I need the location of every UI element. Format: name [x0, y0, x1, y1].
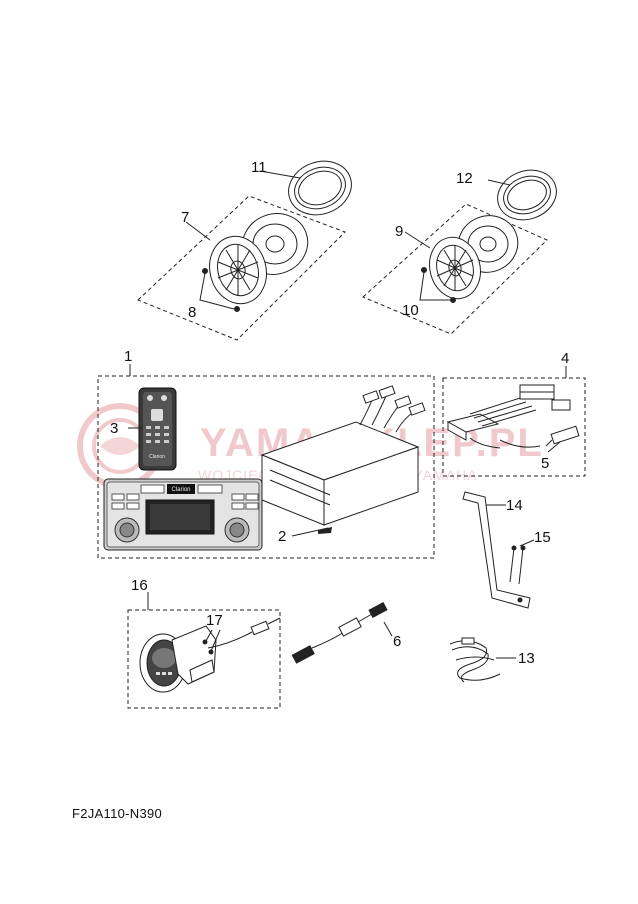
callout-8: 8	[188, 304, 196, 321]
remote-display-group	[127, 592, 281, 709]
remote-display-group-box	[127, 609, 281, 709]
callout-labels: 1 2 3 4 5 6 7 8 9 10 11 12 13 14 15 16 1…	[110, 159, 569, 667]
screw-8b	[234, 306, 240, 312]
head-unit-faceplate: Clarion	[103, 478, 263, 551]
screws-15	[509, 539, 535, 585]
remote-brand: Clarion	[149, 454, 165, 460]
callout-1: 1	[124, 348, 132, 365]
audio-unit-group: Clarion Clarion	[97, 364, 435, 559]
callout-16: 16	[131, 577, 148, 594]
mounting-bracket-14	[462, 491, 531, 609]
callout-5: 5	[541, 455, 549, 472]
fuse-holder-5	[550, 425, 580, 445]
callout-17: 17	[206, 612, 223, 629]
callout-9: 9	[395, 223, 403, 240]
gasket-ring-12	[497, 169, 557, 221]
remote-control: Clarion	[138, 387, 177, 471]
gasket-ring-11	[288, 160, 352, 216]
speaker-left-group-box	[137, 195, 346, 341]
callout-6: 6	[393, 633, 401, 650]
screw-10a	[421, 267, 427, 273]
screw-2	[291, 527, 332, 537]
callout-2: 2	[278, 528, 286, 545]
callout-13: 13	[518, 650, 535, 667]
callout-14: 14	[506, 497, 523, 514]
speaker-assembly-left	[137, 160, 352, 341]
extension-cable-6	[291, 602, 393, 664]
figure-code: F2JA110-N390	[72, 806, 163, 821]
callout-4: 4	[561, 350, 569, 367]
head-unit-brand: Clarion	[171, 487, 190, 493]
screw-10b	[450, 297, 456, 303]
screw-8a	[202, 268, 208, 274]
callout-15: 15	[534, 529, 551, 546]
speaker-assembly-right	[362, 169, 557, 335]
wiring-harness-group-box	[442, 377, 586, 477]
callout-12: 12	[456, 170, 473, 187]
wiring-harness-group	[442, 366, 586, 477]
head-unit-chassis	[260, 385, 426, 526]
display-plug	[250, 620, 270, 636]
callout-11: 11	[251, 159, 267, 176]
speaker-right-group-box	[362, 203, 548, 335]
audio-unit-group-box	[97, 375, 435, 559]
callout-10: 10	[402, 302, 419, 319]
callout-3: 3	[110, 420, 118, 437]
cable-13	[449, 637, 516, 683]
callout-7: 7	[181, 209, 189, 226]
